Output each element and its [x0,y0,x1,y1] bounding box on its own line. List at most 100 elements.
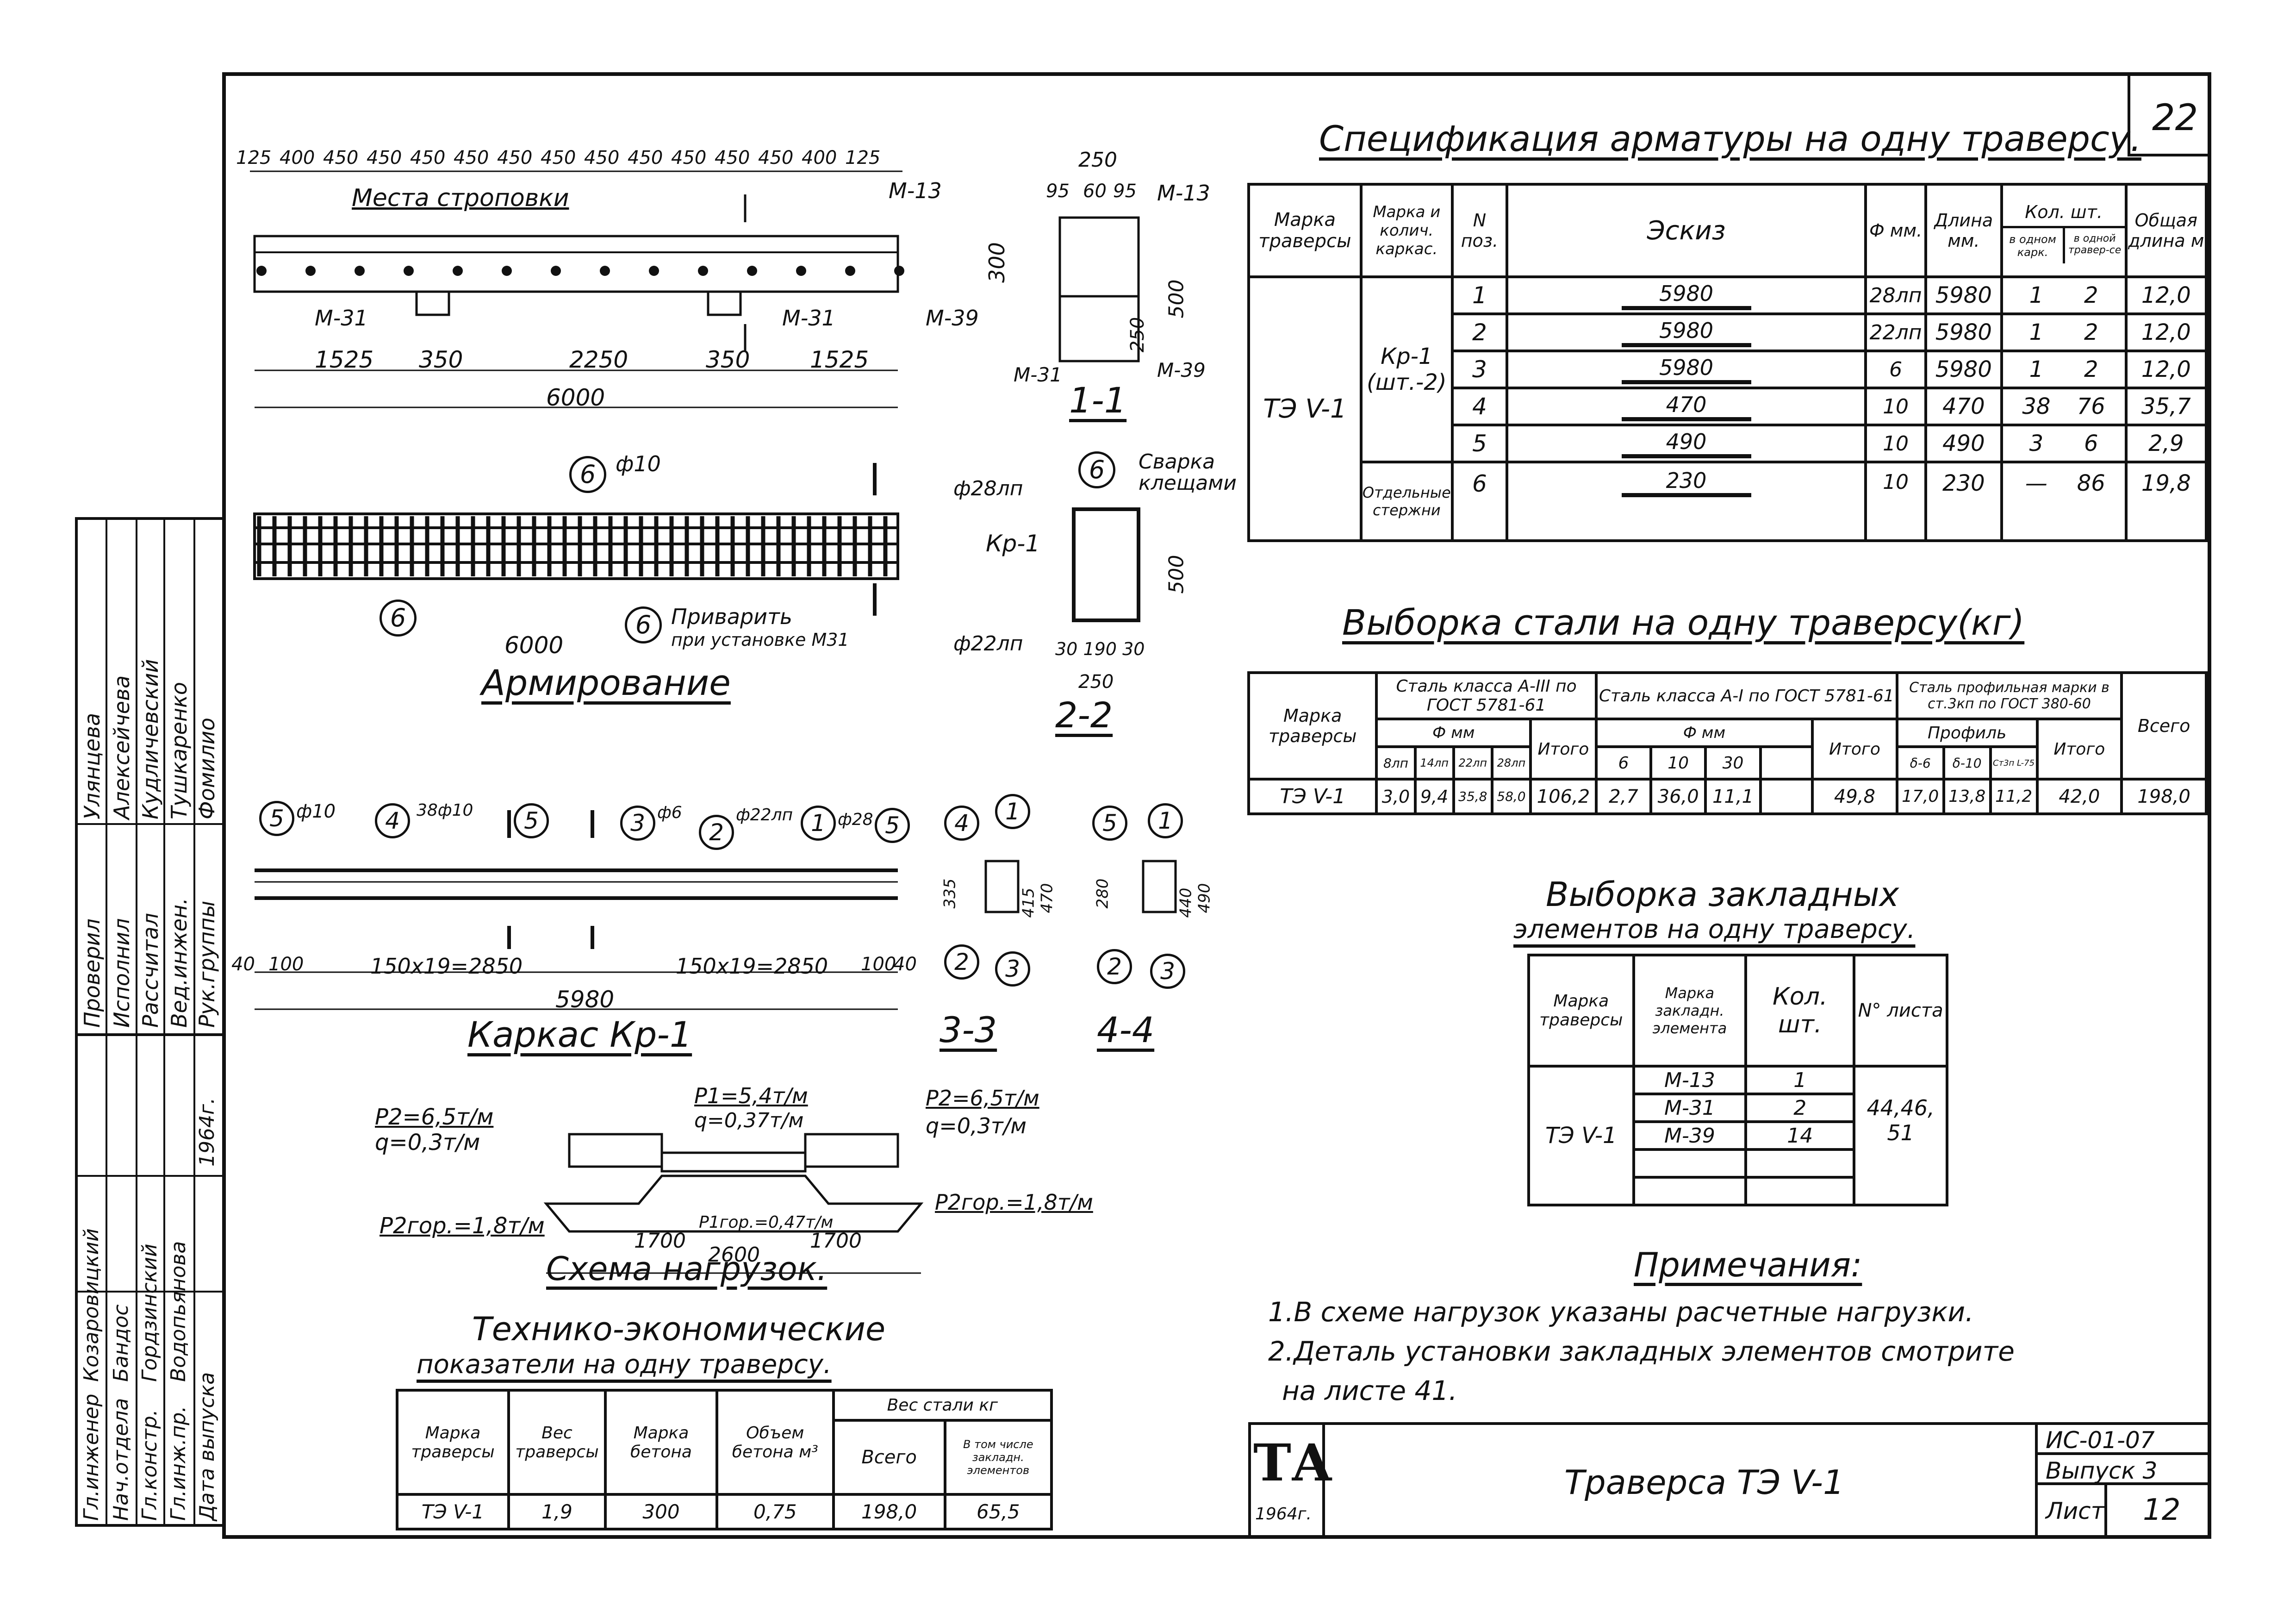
plan-dim-top: 450 [497,147,533,169]
section-4-4-title: 4-4 [1097,1009,1155,1050]
spec-title: Спецификация арматуры на одну траверсу. [1319,118,2141,159]
st-val-empty [1759,778,1814,815]
s2-30: 30 [1055,639,1078,659]
spec-total: 35,7 [2124,387,2208,426]
k2: 76 [2077,394,2105,419]
note-1: 1.В схеме нагрузок указаны расчетные наг… [1268,1296,1974,1328]
st-col: 22лп [1452,745,1493,781]
spec-total: 19,8 [2124,461,2208,542]
h-kol-two: в одной травер-се [2068,232,2122,256]
anchor-hole [845,266,855,276]
callout-1: 1 [995,794,1030,829]
dim-6000: 6000 [504,632,564,659]
anchor-hole [305,266,316,276]
k1: 1 [2029,319,2044,345]
tep-ves: 1,9 [507,1493,607,1530]
s2-dims: 30 190 30 [1055,639,1145,659]
spec-table: Марка траверсы Марка и колич. каркас. N … [1247,183,2208,542]
spec-eskiz: 5980 [1506,312,1867,352]
tep-h-vtom: В том числе закладн. элементов [943,1419,1053,1496]
anchor-hole [894,266,904,276]
anchor-hole [796,266,806,276]
spec-diam: 6 [1864,350,1928,389]
eskiz-len: 5980 [1621,355,1751,384]
anchor-hole [649,266,659,276]
st-profil: Профиль [1895,718,2039,748]
emb-kol: 14 [1744,1120,1856,1151]
plan-dim-top: 450 [410,147,446,169]
emb-el: М-31 [1632,1093,1748,1123]
p2-right: Р2=6,5т/м [926,1086,1039,1111]
spec-kol: —86 [2000,461,2128,542]
tep-marka: ТЭ V-1 [396,1493,510,1530]
mesta-label: Места строповки [352,184,569,212]
ld-1700: 1700 [634,1229,686,1253]
k1: 38 [2022,394,2051,419]
k-f10: ф10 [296,801,336,822]
tep-h-beton: Марка бетона [604,1389,718,1496]
spec-len: 490 [1924,424,2003,463]
list-number: 12 [2143,1493,2181,1527]
anchor-hole [551,266,561,276]
spec-diam: 10 [1864,387,1928,426]
plan-dim-top: 450 [541,147,576,169]
st-val: 11,1 [1704,778,1762,815]
tep-vsego: 198,0 [832,1493,946,1530]
section-3-3-title: 3-3 [940,1009,997,1050]
spec-diam: 22лп [1864,312,1928,352]
plan-dim-top: 450 [715,147,750,169]
dim-6000: 6000 [546,384,605,411]
st-col: 10 [1649,745,1707,781]
st-val: 11,2 [1989,778,2039,815]
emb-el-empty [1632,1176,1748,1206]
spec-diam: 28лп [1864,275,1928,315]
eskiz-len: 490 [1621,429,1751,458]
spec-pos: 4 [1450,387,1509,426]
st-val: 42,0 [2035,778,2123,815]
emb-el: М-13 [1632,1065,1748,1095]
callout-5: 5 [259,801,294,836]
tep-h-obem: Объем бетона м³ [715,1389,835,1496]
spec-len: 5980 [1924,275,2003,315]
st-val: 35,8 [1452,778,1493,815]
anchor-hole [747,266,757,276]
h-diam: Ф мм. [1864,183,1928,278]
h-len: Длина мм. [1924,183,2003,278]
callout-2: 2 [699,815,734,850]
st-val: 3,0 [1375,778,1417,815]
m13-label: М-13 [889,178,942,203]
emb-table: Марка траверсы Марка закладн. элемента К… [1527,954,1948,1206]
drawing-name: Траверса ТЭ V-1 [1564,1463,1844,1502]
tep-title-2: показатели на одну траверсу. [417,1349,832,1380]
plan-dim-top: 450 [671,147,707,169]
callout-3: 3 [995,951,1030,987]
callout-6: 6 [625,606,662,643]
privarit2: при установке М31 [671,630,849,650]
st-val: 36,0 [1649,778,1707,815]
m31-label: М-31 [782,306,835,331]
st-fmm: Ф мм [1375,718,1532,748]
steel-table: Марка траверсы Сталь класса А-III по ГОС… [1247,671,2208,815]
callout-1: 1 [1148,803,1183,838]
st-val: 17,0 [1895,778,1945,815]
h-kol-sub: в одном карк. в одной травер-се [2003,228,2125,263]
load-title: Схема нагрузок. [546,1250,828,1288]
tep-h-vsego: Всего [832,1419,946,1496]
logo-year: 1964г. [1255,1505,1312,1524]
m39-label: М-39 [1157,359,1206,381]
callout-6: 6 [569,456,606,493]
st-col: 14лп [1413,745,1455,781]
st-h-a1: Сталь класса А-I по ГОСТ 5781-61 [1594,671,1898,720]
s2-190: 190 [1083,639,1117,659]
emb-h-list: N° листа [1853,954,1948,1068]
plan-dim-top: 400 [802,147,837,169]
spec-eskiz: 5980 [1506,350,1867,389]
st-h-a3: Сталь класса А-III по ГОСТ 5781-61 [1375,671,1598,720]
plan-dim-top: 450 [758,147,794,169]
spec-total: 12,0 [2124,312,2208,352]
spec-diam: 10 [1864,461,1928,542]
h-karkas: Марка и колич. каркас. [1359,183,1454,278]
k-len: 5980 [555,986,615,1013]
